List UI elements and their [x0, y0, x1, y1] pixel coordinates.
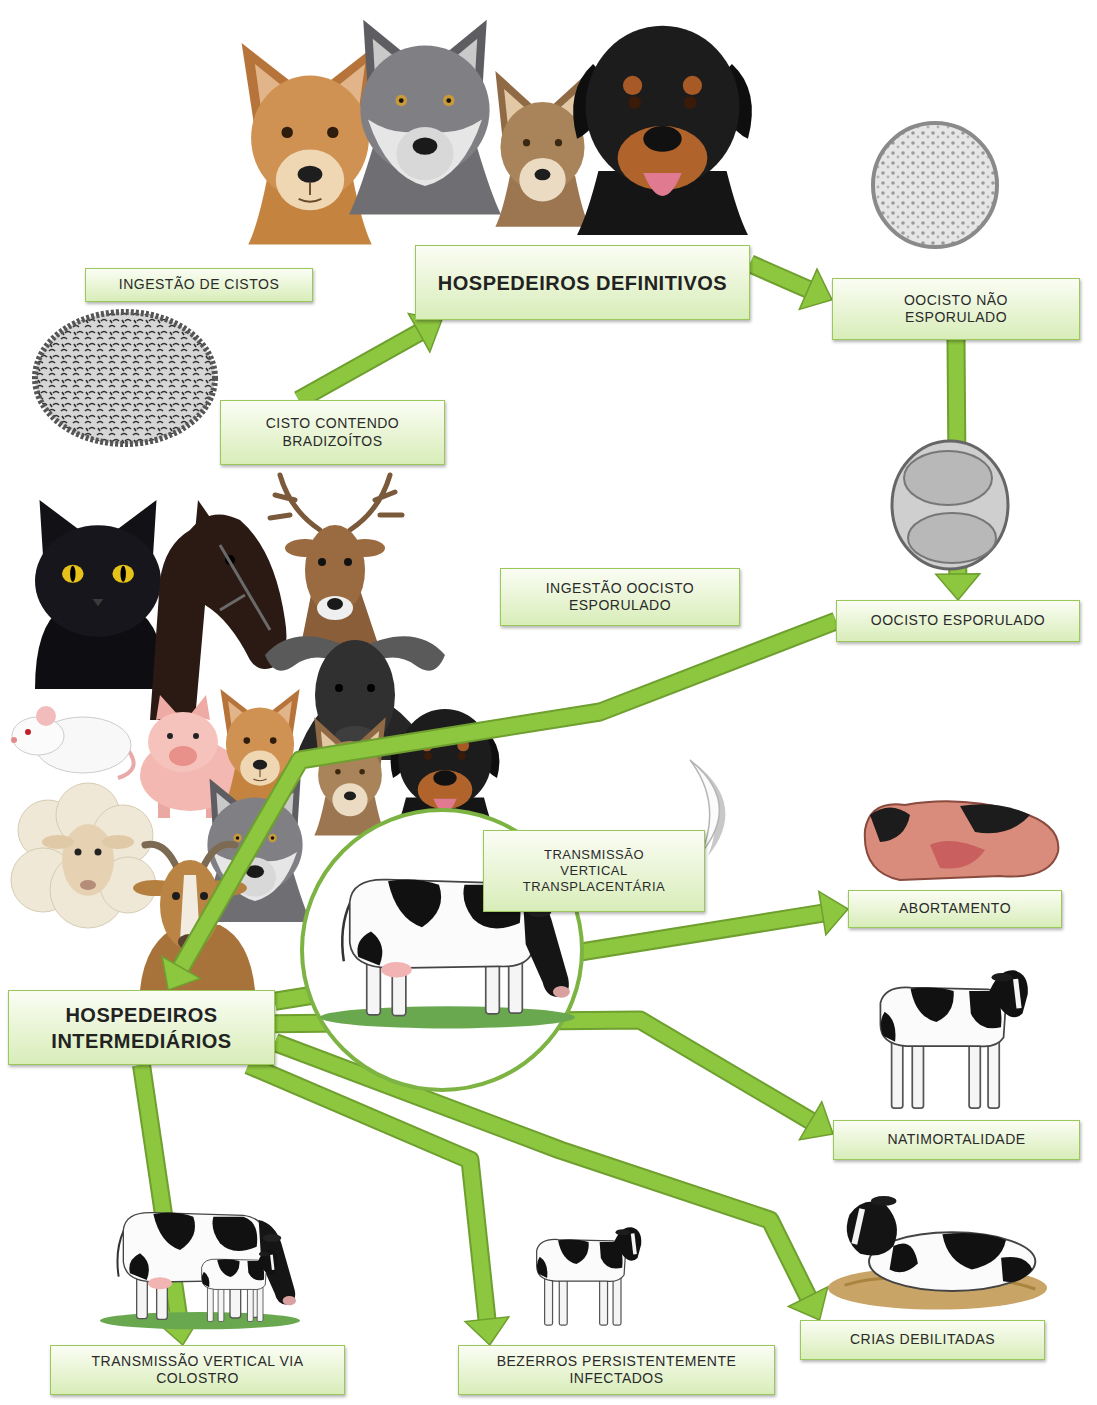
definitive-hosts-photo	[242, 20, 752, 245]
aborted-fetus	[865, 801, 1059, 880]
box-label: TRANSMISSÃO VERTICAL VIA COLOSTRO	[71, 1353, 324, 1388]
label-box: CISTO CONTENDO BRADIZOÍTOS	[220, 400, 445, 465]
box-label: BEZERROS PERSISTENTEMENTE INFECTADOS	[479, 1353, 754, 1388]
label-box: HOSPEDEIROS DEFINITIVOS	[415, 245, 750, 320]
label-box: INGESTÃO OOCISTO ESPORULADO	[500, 568, 740, 626]
arrow-outline	[299, 331, 423, 400]
arrow-head	[799, 1102, 833, 1140]
arrow-shaft	[299, 331, 423, 400]
arrow-head	[465, 1317, 509, 1345]
box-label: TRANSMISSÃO VERTICAL TRANSPLACENTÁRIA	[518, 847, 670, 896]
box-label: HOSPEDEIROS DEFINITIVOS	[436, 270, 729, 296]
box-label: ABORTAMENTO	[859, 900, 1051, 918]
arrow-head	[819, 891, 848, 934]
arrow-shaft	[750, 264, 812, 291]
label-box: TRANSMISSÃO VERTICAL TRANSPLACENTÁRIA	[483, 830, 705, 912]
arrow-head	[162, 957, 200, 990]
box-label: OOCISTO ESPORULADO	[847, 612, 1069, 630]
box-label: CISTO CONTENDO BRADIZOÍTOS	[256, 415, 409, 450]
arrow-head	[799, 269, 832, 309]
label-box: TRANSMISSÃO VERTICAL VIA COLOSTRO	[50, 1345, 345, 1395]
arrow-head	[788, 1287, 827, 1320]
label-box: OOCISTO ESPORULADO	[836, 600, 1080, 642]
cow-with-calf	[100, 1213, 300, 1330]
label-box: OOCISTO NÃO ESPORULADO	[832, 278, 1080, 340]
box-label: HOSPEDEIROS INTERMEDIÁRIOS	[29, 1002, 254, 1054]
flow-arrow	[142, 1065, 201, 1345]
label-box: BEZERROS PERSISTENTEMENTE INFECTADOS	[458, 1345, 775, 1395]
box-label: NATIMORTALIDADE	[844, 1131, 1069, 1149]
arrow-outline	[750, 264, 812, 291]
label-box: ABORTAMENTO	[848, 890, 1062, 928]
box-label: INGESTÃO OOCISTO ESPORULADO	[535, 580, 705, 615]
flow-arrow	[299, 313, 442, 400]
arrow-head	[936, 574, 980, 600]
box-label: CRIAS DEBILITADAS	[811, 1331, 1034, 1349]
label-box: HOSPEDEIROS INTERMEDIÁRIOS	[8, 990, 275, 1065]
box-label: OOCISTO NÃO ESPORULADO	[873, 292, 1039, 327]
infected-calf	[537, 1227, 642, 1325]
weak-calf	[828, 1196, 1047, 1309]
label-box: NATIMORTALIDADE	[833, 1120, 1080, 1160]
box-label: INGESTÃO DE CISTOS	[96, 276, 302, 294]
flow-arrow	[750, 264, 832, 310]
label-box: INGESTÃO DE CISTOS	[85, 268, 313, 302]
label-box: CRIAS DEBILITADAS	[800, 1320, 1045, 1360]
stillborn-calf	[880, 970, 1027, 1108]
sporulated-oocyst	[892, 441, 1008, 569]
unsporulated-oocyst	[873, 123, 997, 247]
cyst-micrograph	[35, 312, 215, 444]
